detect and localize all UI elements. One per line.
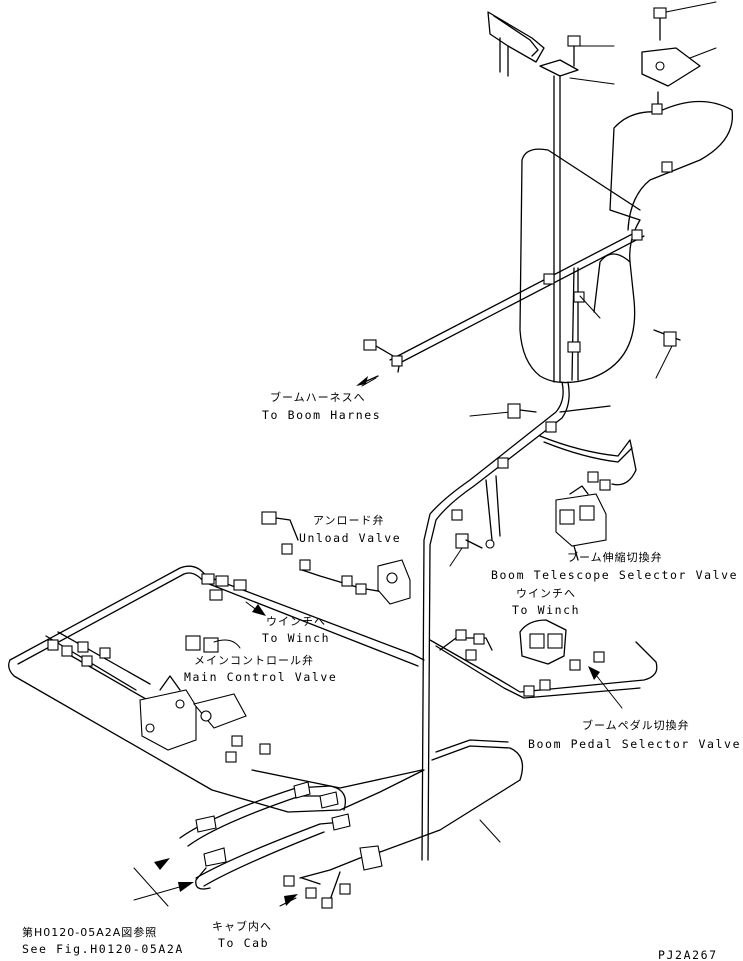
middle-harness xyxy=(421,381,637,861)
see-fig-label-jp: 第H0120-05A2A図参照 xyxy=(22,925,157,939)
boom-telescope-label-en: Boom Telescope Selector Valve xyxy=(491,568,738,582)
bolt-icon xyxy=(653,329,681,379)
to-cab-label-en: To Cab xyxy=(218,936,269,950)
boom-pedal-label-en: Boom Pedal Selector Valve xyxy=(528,737,741,751)
see-fig-label-en: See Fig.H0120-05A2A xyxy=(22,942,184,956)
boom-telescope-label-jp: ブーム伸縮切換弁 xyxy=(567,550,663,564)
to-winch-right-label-jp: ウインチへ xyxy=(516,587,576,600)
bolt-icon xyxy=(567,35,615,67)
bolt-icon xyxy=(469,403,537,419)
to-winch-right-label-en: To Winch xyxy=(512,603,580,617)
boom-harness-connector xyxy=(356,339,403,386)
main-control-label-en: Main Control Valve xyxy=(184,670,337,684)
to-winch-left-label-en: To Winch xyxy=(262,631,330,645)
bolt-icon xyxy=(449,533,483,567)
lower-harness xyxy=(8,565,658,853)
unload-valve-label-jp: アンロード弁 xyxy=(313,513,385,527)
main-control-label-jp: メインコントロール弁 xyxy=(194,653,314,667)
boom-pedal-label-jp: ブームペダル切換弁 xyxy=(582,718,690,732)
leader-arrows xyxy=(133,377,623,907)
sub-harness xyxy=(179,781,351,890)
main-control-valve xyxy=(139,635,247,751)
upper-harness xyxy=(389,75,734,384)
boom-harness-label-en: To Boom Harnes xyxy=(262,408,381,422)
boom-pedal-selector-valve xyxy=(519,619,605,697)
unload-valve xyxy=(261,511,411,605)
mounting-plate xyxy=(569,47,717,87)
figure-code: PJ2A267 xyxy=(658,948,718,961)
boom-harness-label-jp: ブームハーネスへ xyxy=(270,390,366,404)
top-mounting-bracket xyxy=(487,11,579,77)
unload-valve-label-en: Unload Valve xyxy=(299,531,401,545)
boom-telescope-selector-valve xyxy=(555,485,607,561)
winch-connector xyxy=(439,629,493,661)
cab-harness xyxy=(283,845,383,909)
bolt-icon xyxy=(653,1,717,41)
to-winch-left-label-jp: ウインチへ xyxy=(266,615,326,628)
to-cab-label-jp: キャブ内へ xyxy=(212,919,272,933)
